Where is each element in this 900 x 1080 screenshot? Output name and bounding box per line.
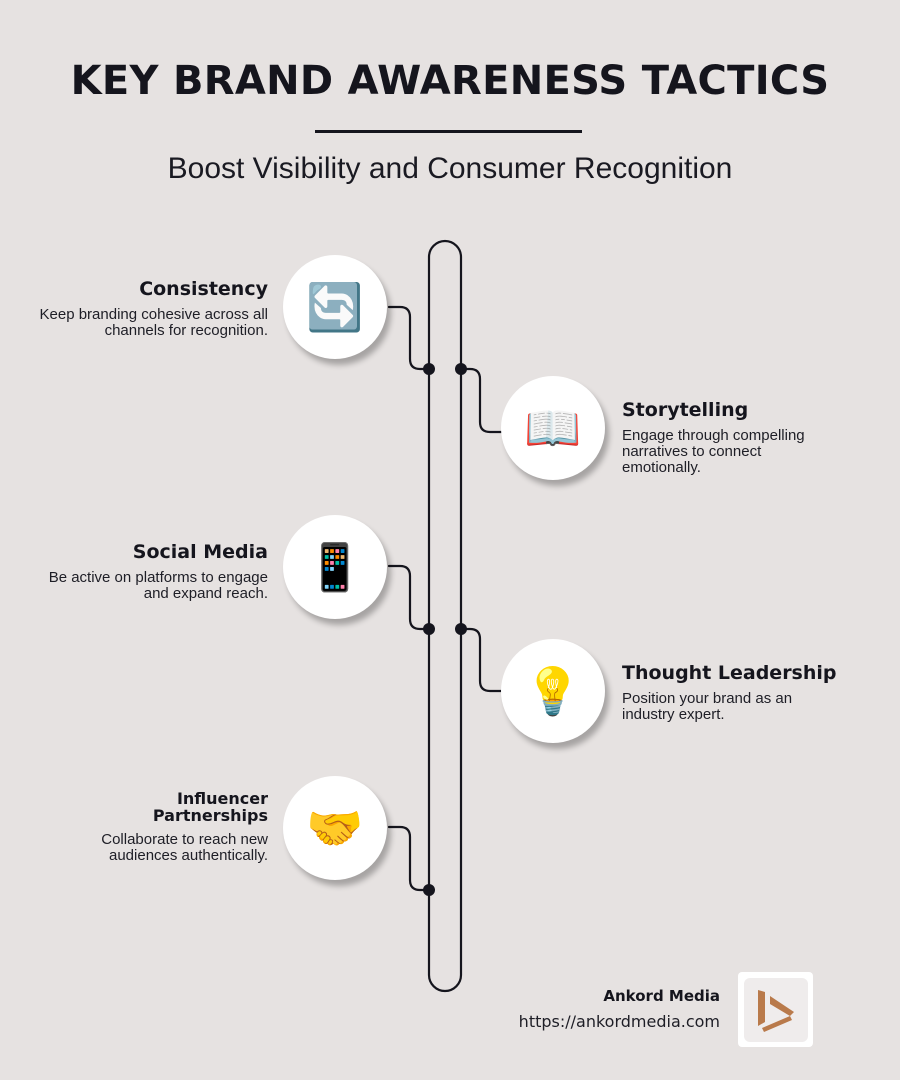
tactic-social-media-node: 📱	[283, 515, 387, 619]
open-book-icon: 📖	[524, 402, 582, 454]
ankord-play-logo-icon	[757, 989, 794, 1032]
company-name: Ankord Media	[603, 987, 720, 1005]
tactic-description: Keep branding cohesive across all channe…	[39, 306, 268, 339]
page-title: KEY BRAND AWARENESS TACTICS	[70, 58, 830, 104]
tactic-social-media-text: Social Media Be active on platforms to e…	[38, 543, 268, 602]
tactic-thought-leadership-node: 💡	[501, 639, 605, 743]
tactic-storytelling-node: 📖	[501, 376, 605, 480]
tactic-description: Engage through compelling narratives to …	[622, 427, 805, 476]
tactic-thought-leadership-text: Thought Leadership Position your brand a…	[622, 664, 882, 723]
tactic-title: Consistency	[139, 278, 268, 300]
tactic-consistency-text: Consistency Keep branding cohesive acros…	[38, 280, 268, 339]
company-logo	[738, 972, 813, 1047]
tactic-title: Social Media	[132, 541, 268, 563]
mobile-phone-icon: 📱	[306, 541, 364, 593]
tactic-influencer-partnerships-node: 🤝	[283, 776, 387, 880]
light-bulb-icon: 💡	[524, 665, 582, 717]
company-url-link[interactable]: https://ankordmedia.com	[518, 1012, 720, 1031]
tactic-description: Collaborate to reach new audiences authe…	[101, 831, 268, 864]
tactic-consistency-node: 🔄	[283, 255, 387, 359]
tactic-description: Be active on platforms to engage and exp…	[48, 569, 268, 602]
tactic-title: Influencer Partnerships	[152, 789, 268, 825]
tactic-title: Storytelling	[622, 399, 749, 421]
page-subtitle: Boost Visibility and Consumer Recognitio…	[167, 152, 733, 185]
tactic-description: Position your brand as an industry exper…	[622, 690, 793, 723]
handshake-icon: 🤝	[306, 802, 364, 854]
tactic-storytelling-text: Storytelling Engage through compelling n…	[622, 401, 862, 476]
counterclockwise-arrows-icon: 🔄	[306, 281, 364, 333]
title-divider	[315, 130, 582, 133]
tactic-title: Thought Leadership	[622, 662, 837, 684]
tactic-influencer-partnerships-text: Influencer Partnerships Collaborate to r…	[38, 790, 268, 864]
